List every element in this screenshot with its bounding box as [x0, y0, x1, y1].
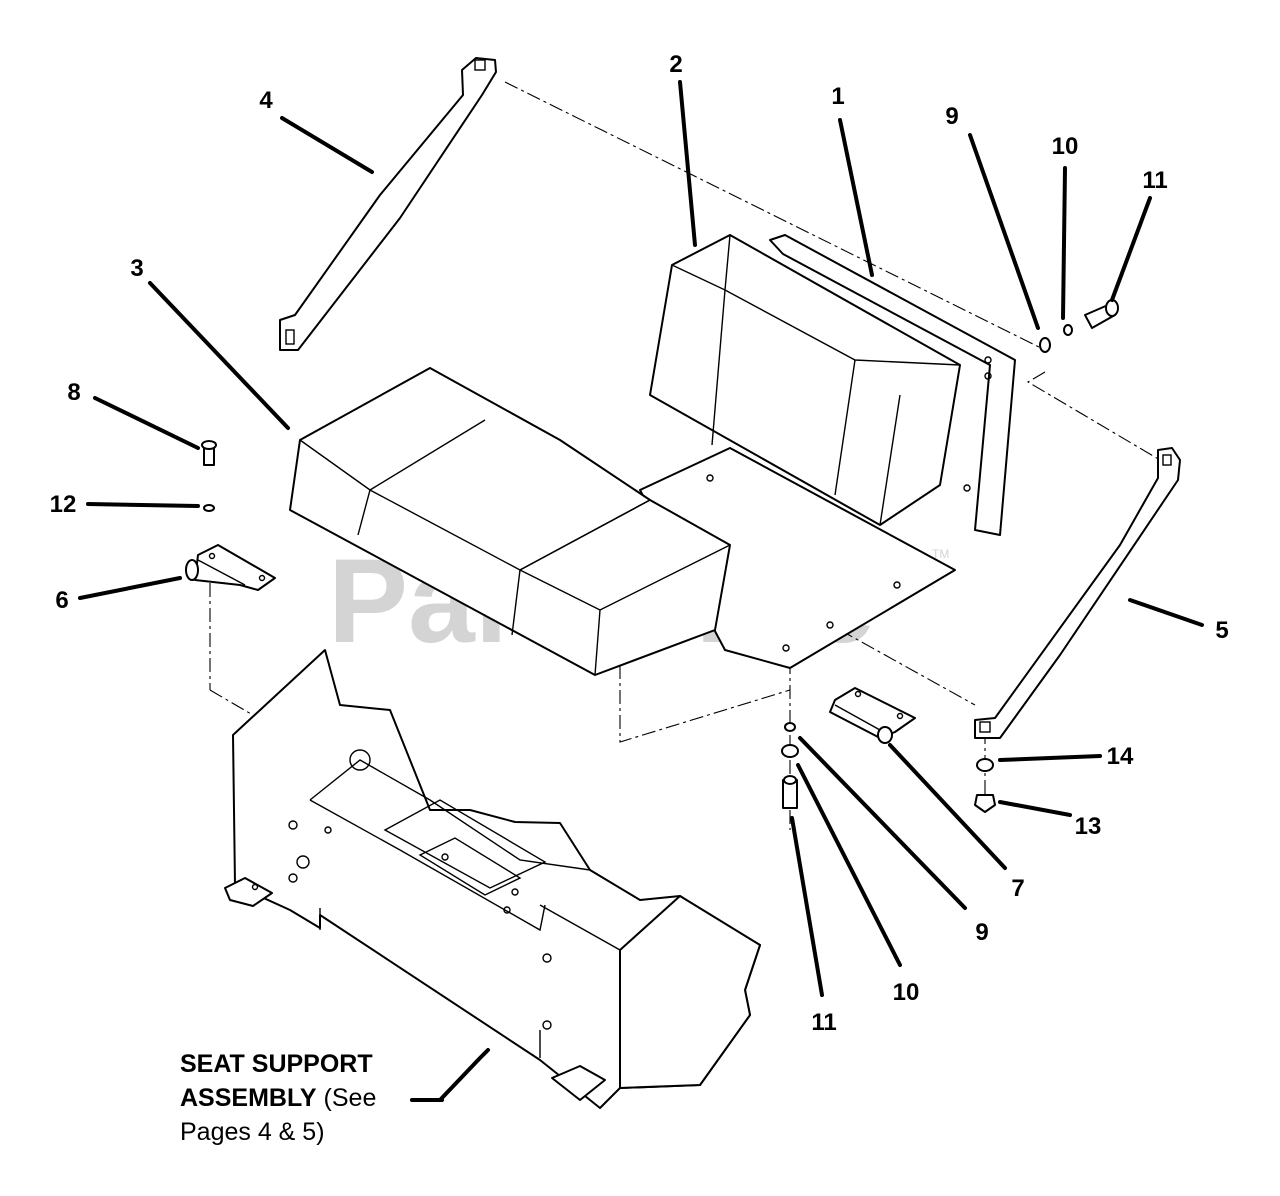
- part-2-backrest-cushion: [649, 234, 961, 526]
- callout-7: 7: [1011, 875, 1024, 902]
- part-13-nut: [974, 794, 996, 813]
- part-14-washer: [976, 758, 994, 772]
- caption-line-2: ASSEMBLY (See: [180, 1084, 376, 1112]
- part-9-washer-upper: [1039, 337, 1051, 353]
- seat-support-assembly: [224, 649, 761, 1109]
- leader-lines: [78, 80, 1204, 1102]
- part-6-hinge-left: [185, 544, 276, 591]
- hardware: [201, 299, 1119, 813]
- callout-numbers: 2 1 4 3 9 10 11 8 12 6 5 14 13 7 9 10 11: [50, 51, 1229, 1036]
- callout-11-upper: 11: [1142, 167, 1167, 194]
- callout-6: 6: [55, 587, 68, 614]
- callout-10-upper: 10: [1052, 133, 1079, 160]
- part-3-seat-cushion: [289, 367, 731, 676]
- caption-line-2-bold: ASSEMBLY: [180, 1084, 317, 1112]
- part-12-washer: [203, 504, 215, 512]
- watermark-tm: TM: [932, 547, 949, 561]
- part-10-lockwasher-lower: [781, 744, 799, 758]
- callout-10-lower: 10: [893, 979, 920, 1006]
- callout-2: 2: [669, 51, 682, 78]
- callout-9-lower: 9: [975, 919, 988, 946]
- callout-5: 5: [1215, 617, 1228, 644]
- callout-14: 14: [1107, 743, 1134, 770]
- caption-line-3: Pages 4 & 5): [180, 1118, 325, 1146]
- part-4-seat-bracket-left: [279, 57, 497, 351]
- callout-4: 4: [259, 87, 273, 114]
- seat-support-caption: SEAT SUPPORT ASSEMBLY (See Pages 4 & 5): [180, 1050, 376, 1146]
- caption-line-1: SEAT SUPPORT: [180, 1050, 373, 1078]
- callout-12: 12: [50, 491, 77, 518]
- part-9-washer-lower: [784, 722, 796, 732]
- callout-13: 13: [1075, 813, 1102, 840]
- callout-9-upper: 9: [945, 103, 958, 130]
- caption-line-2-rest: (See: [317, 1084, 377, 1112]
- part-10-lockwasher-upper: [1063, 324, 1073, 336]
- part-5-seat-bracket-right: [974, 447, 1181, 739]
- part-7-hinge-right: [829, 687, 916, 744]
- callout-3: 3: [130, 255, 143, 282]
- callout-1: 1: [831, 83, 844, 110]
- callout-11-lower: 11: [811, 1009, 836, 1036]
- callout-8: 8: [67, 379, 80, 406]
